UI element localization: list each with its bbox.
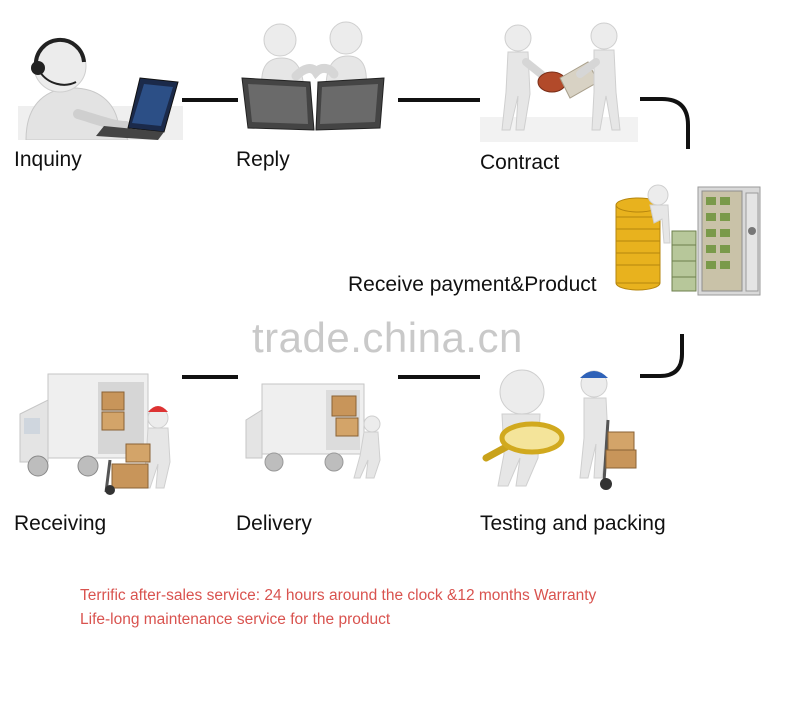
truck-unloading-icon xyxy=(19,373,171,495)
truck-loading-icon xyxy=(245,383,381,479)
step-label-reply: Reply xyxy=(236,148,290,171)
support-agent-laptop-icon xyxy=(18,37,183,140)
step-payment-illustration xyxy=(610,183,768,299)
connector-line xyxy=(398,98,480,102)
step-label-receive-payment: Receive payment&Product xyxy=(348,273,597,296)
step-contract-illustration xyxy=(480,22,638,142)
step-label-inquiry: Inquiny xyxy=(14,148,82,171)
contract-signing-icon xyxy=(480,22,638,142)
step-testing-illustration xyxy=(478,368,640,492)
step-inquiry-illustration xyxy=(18,22,183,140)
step-label-receiving: Receiving xyxy=(14,512,107,535)
connector-curve xyxy=(640,334,684,378)
step-receiving-illustration xyxy=(18,370,186,496)
connector-line xyxy=(398,375,480,379)
connector-line xyxy=(182,375,238,379)
maintenance-note: Life-long maintenance service for the pr… xyxy=(80,611,391,628)
step-label-delivery: Delivery xyxy=(236,512,312,535)
step-label-testing-packing: Testing and packing xyxy=(480,512,666,535)
connector-line xyxy=(182,98,238,102)
handshake-laptops-icon xyxy=(241,21,385,131)
gold-coins-safe-icon xyxy=(615,184,761,296)
after-sales-note: Terrific after-sales service: 24 hours a… xyxy=(80,587,597,604)
watermark: trade.china.cn xyxy=(252,314,523,361)
connector-curve xyxy=(640,97,690,149)
step-delivery-illustration xyxy=(244,380,384,480)
inspection-magnifier-icon xyxy=(482,369,637,490)
step-label-contract: Contract xyxy=(480,151,560,174)
step-reply-illustration xyxy=(238,18,388,140)
